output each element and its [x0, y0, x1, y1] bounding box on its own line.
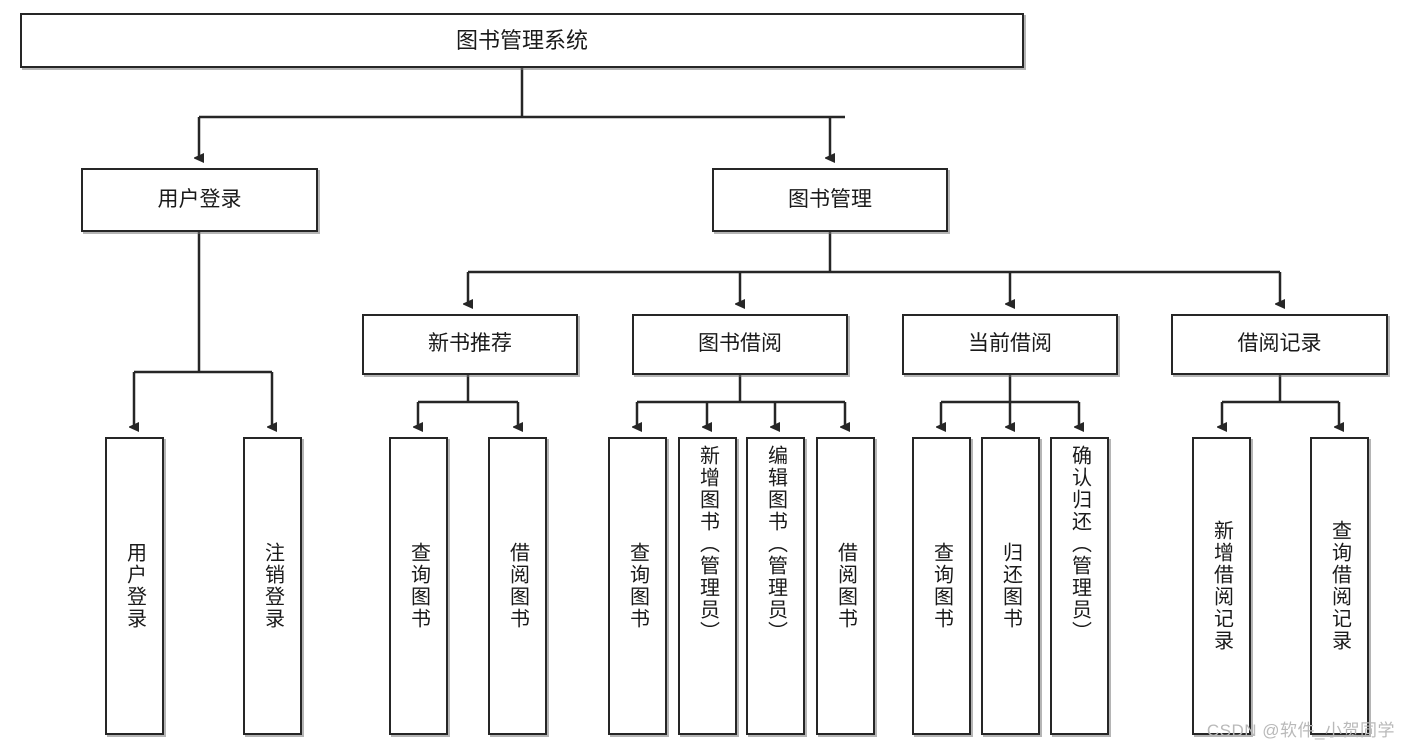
node-root-book-management-system[interactable]: 图书管理系统 — [20, 13, 1024, 68]
node-label: 借阅图书 — [506, 542, 529, 630]
node-label: 编辑图书（管理员） — [764, 445, 787, 643]
node-leaf-add-borrow-record[interactable]: 新增借阅记录 — [1192, 437, 1251, 735]
node-label: 查询图书 — [930, 542, 953, 630]
node-label: 借阅记录 — [1237, 332, 1322, 356]
node-label: 新增图书（管理员） — [696, 445, 719, 643]
node-leaf-logout[interactable]: 注销登录 — [243, 437, 302, 735]
node-label: 确认归还（管理员） — [1068, 445, 1091, 643]
node-label: 新书推荐 — [428, 332, 512, 356]
node-new-book-recommend[interactable]: 新书推荐 — [362, 314, 578, 375]
node-label: 查询图书 — [626, 542, 649, 630]
node-book-management[interactable]: 图书管理 — [712, 168, 948, 232]
node-leaf-query-borrow-record[interactable]: 查询借阅记录 — [1310, 437, 1369, 735]
node-label: 图书借阅 — [698, 332, 782, 356]
node-user-login[interactable]: 用户登录 — [81, 168, 318, 232]
node-label: 当前借阅 — [968, 332, 1052, 356]
node-label: 用户登录 — [157, 187, 242, 211]
node-label: 查询图书 — [407, 542, 430, 630]
node-leaf-query-book-recommend[interactable]: 查询图书 — [389, 437, 448, 735]
node-label: 借阅图书 — [834, 542, 857, 630]
node-label: 图书管理系统 — [455, 27, 588, 53]
node-label: 查询借阅记录 — [1328, 520, 1351, 652]
node-label: 注销登录 — [261, 542, 284, 630]
node-borrow-record[interactable]: 借阅记录 — [1171, 314, 1388, 375]
watermark-text: CSDN @软件_小贺同学 — [1206, 721, 1395, 740]
node-leaf-confirm-return-admin[interactable]: 确认归还（管理员） — [1050, 437, 1109, 735]
node-leaf-borrow-book-recommend[interactable]: 借阅图书 — [488, 437, 547, 735]
node-label: 新增借阅记录 — [1210, 520, 1233, 652]
node-leaf-query-book-current[interactable]: 查询图书 — [912, 437, 971, 735]
node-leaf-user-login[interactable]: 用户登录 — [105, 437, 164, 735]
node-leaf-query-book-borrow[interactable]: 查询图书 — [608, 437, 667, 735]
node-label: 用户登录 — [123, 542, 146, 630]
node-leaf-edit-book-admin[interactable]: 编辑图书（管理员） — [746, 437, 805, 735]
node-leaf-borrow-book[interactable]: 借阅图书 — [816, 437, 875, 735]
node-leaf-add-book-admin[interactable]: 新增图书（管理员） — [678, 437, 737, 735]
node-current-borrow[interactable]: 当前借阅 — [902, 314, 1118, 375]
node-book-borrow[interactable]: 图书借阅 — [632, 314, 848, 375]
node-label: 归还图书 — [999, 542, 1022, 630]
node-leaf-return-book[interactable]: 归还图书 — [981, 437, 1040, 735]
node-label: 图书管理 — [788, 187, 872, 211]
